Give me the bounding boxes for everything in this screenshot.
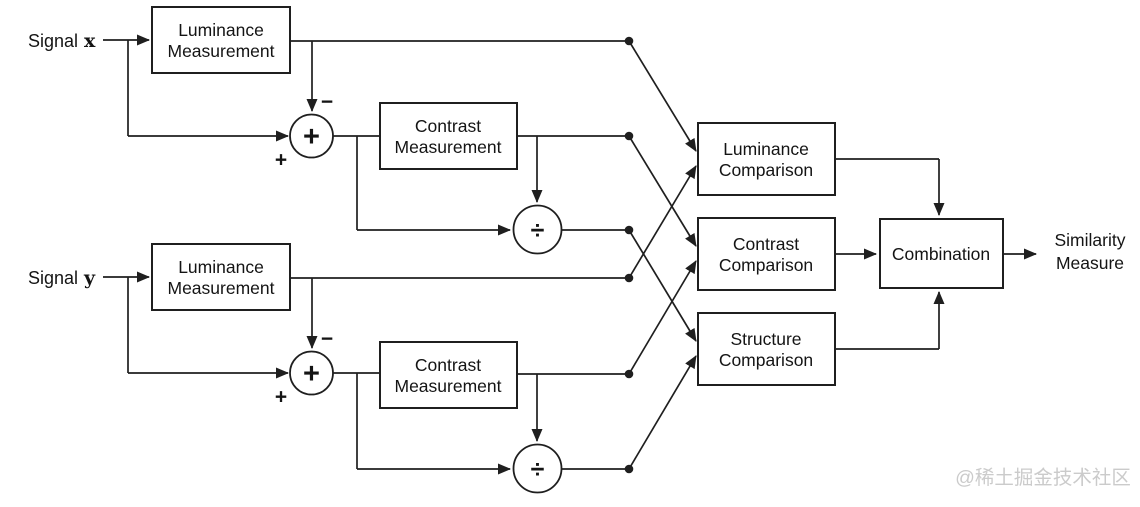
wire-contrast-y-to-comparison xyxy=(628,260,697,375)
combination-box xyxy=(879,218,1004,289)
contrast-measurement-x-box xyxy=(379,102,518,170)
wire-structure-y-to-comparison xyxy=(628,355,697,470)
signal-x-wires xyxy=(103,34,629,236)
junction-dot-luminance-y xyxy=(624,273,634,283)
contrast-measurement-y-line2: Measurement xyxy=(395,376,502,396)
luminance-measurement-y-line2: Measurement xyxy=(168,278,275,298)
wire-contrast-x-to-comparison xyxy=(628,135,697,247)
contrast-comparison-box xyxy=(697,217,836,291)
similarity-measure-line2: Measure xyxy=(1056,253,1124,273)
structure-comparison-line1: Structure xyxy=(731,329,802,349)
signal-y-wires xyxy=(103,271,629,475)
contrast-comparison-line1: Contrast xyxy=(733,234,799,254)
signal-y-symbol: y xyxy=(83,267,96,289)
contrast-measurement-y-box xyxy=(379,341,518,409)
adder-x-plus-symbol: + xyxy=(303,121,320,153)
combination-wires xyxy=(835,158,1037,350)
adder-y-minus-input-sign: − xyxy=(321,328,333,351)
wire-luminance-y-to-comparison xyxy=(628,165,697,279)
watermark-text: @稀土掘金技术社区 xyxy=(955,467,1131,489)
comparison-input-wires xyxy=(628,40,697,470)
structure-comparison-box xyxy=(697,312,836,386)
contrast-comparison-line2: Comparison xyxy=(719,255,813,275)
contrast-measurement-x-line2: Measurement xyxy=(395,137,502,157)
combination-label: Combination xyxy=(892,244,990,264)
adder-node-y xyxy=(289,350,334,396)
adder-y-plus-input-sign: + xyxy=(275,386,287,409)
contrast-measurement-y-line1: Contrast xyxy=(415,355,481,375)
junction-dots xyxy=(624,36,634,474)
luminance-measurement-x-line1: Luminance xyxy=(178,20,264,40)
wire-structure-x-to-comparison xyxy=(628,229,697,342)
junction-dot-structure-x xyxy=(624,225,634,235)
divider-node-x xyxy=(512,204,563,255)
luminance-comparison-line1: Luminance xyxy=(723,139,809,159)
contrast-measurement-x-line1: Contrast xyxy=(415,116,481,136)
luminance-measurement-x-box xyxy=(151,6,291,74)
wire-luminance-x-to-comparison xyxy=(628,40,697,152)
adder-x-minus-input-sign: − xyxy=(321,91,333,114)
structure-comparison-line2: Comparison xyxy=(719,350,813,370)
junction-dot-luminance-x xyxy=(624,36,634,46)
junction-dot-structure-y xyxy=(624,464,634,474)
signal-x-symbol: x xyxy=(84,30,96,52)
luminance-comparison-line2: Comparison xyxy=(719,160,813,180)
luminance-measurement-x-line2: Measurement xyxy=(168,41,275,61)
similarity-measure-line1: Similarity xyxy=(1055,230,1126,250)
adder-y-plus-symbol: + xyxy=(303,358,320,390)
adder-node-x xyxy=(289,113,334,159)
luminance-comparison-box xyxy=(697,122,836,196)
divider-y-symbol: ÷ xyxy=(531,456,545,484)
divider-node-y xyxy=(512,443,563,494)
junction-dot-contrast-y xyxy=(624,369,634,379)
luminance-measurement-y-box xyxy=(151,243,291,311)
adder-x-plus-input-sign: + xyxy=(275,149,287,172)
junction-dot-contrast-x xyxy=(624,131,634,141)
divider-x-symbol: ÷ xyxy=(531,217,545,245)
luminance-measurement-y-line1: Luminance xyxy=(178,257,264,277)
